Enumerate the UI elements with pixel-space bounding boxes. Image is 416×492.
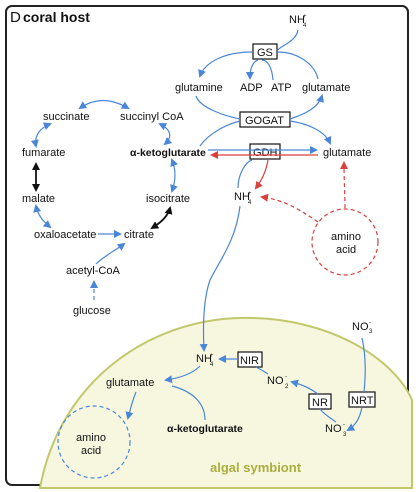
svg-text:2: 2 [285,384,289,390]
svg-text:3: 3 [343,432,347,438]
no2-label: NO [267,375,284,387]
amino-acid-pool-host [311,208,379,276]
amino-acid-host-line1: amino [331,231,361,243]
panel-title: coral host [23,9,90,25]
gogat-label: GOGAT [245,115,284,127]
gs-enzyme-box: GS [252,43,278,60]
arrow-gogat-to-glutamate-mid [289,120,332,145]
panel-letter: D [10,9,21,26]
svg-text:-: - [285,374,287,380]
arrow-aketo-to-glutamate [171,385,206,421]
tca-acetyl-coa: acetyl-CoA [66,265,120,277]
arrow-amino-to-nh4-red [260,193,319,223]
tca-glucose: glucose [73,305,111,317]
nrt-transporter-box: NRT [348,391,376,408]
svg-text:+: + [303,14,307,20]
gdh-enzyme-box: GDH [249,143,281,160]
no3-inside-label: NO [325,423,342,435]
svg-text:4: 4 [210,362,214,368]
glutamate-top-label: glutamate [302,82,350,94]
arrow-nh4-to-gdh [237,159,253,189]
arrow-nh4-to-glutamate [164,365,201,384]
arrow-succinate-succinylcoa [78,99,130,110]
tca-citrate: citrate [124,229,154,241]
nr-enzyme-box: NR [308,393,332,410]
arrow-acetylcoa-citrate [95,242,126,265]
tca-succinate: succinate [43,111,89,123]
tca-malate: malate [22,193,55,205]
amino-acid-pool-symbiont [57,405,131,479]
amino-acid-symbiont-line1: amino [76,432,106,444]
nr-label: NR [312,397,328,409]
arrow-amino-to-glutamate-red [340,161,349,209]
svg-text:4: 4 [248,200,252,206]
alpha-ketoglutarate-symbiont-label: α-ketoglutarate [167,423,243,435]
arrow-no2-to-nir [255,366,269,375]
arrow-adp-out [246,59,259,80]
arrow-gdh-to-nh4-red [254,159,269,190]
amino-acid-host-line2: acid [336,244,356,256]
glutamine-label: glutamine [175,82,223,94]
algal-symbiont-label: algal symbiont [210,460,302,475]
nrt-label: NRT [351,395,374,407]
gs-label: GS [257,47,273,59]
svg-text:+: + [210,353,214,359]
gogat-enzyme-box: GOGAT [239,111,291,128]
arrow-gogat-to-glutamate-top [289,94,324,120]
atp-label: ATP [271,82,292,94]
arrow-aketo-to-gogat [199,120,241,147]
glutamate-mid-label: glutamate [323,147,371,159]
tca-fumarate: fumarate [22,147,65,159]
arrow-no3-outside-to-nrt [361,337,366,393]
tca-succinyl-coa: succinyl CoA [120,111,184,123]
arrow-glutamine-to-gogat [195,95,241,120]
arrow-nh4-to-symbiont [199,205,241,352]
adp-label: ADP [240,82,263,94]
arrow-glutamate-to-gs [277,51,319,80]
nir-label: NIR [240,355,259,367]
arrow-citrate-isocitrate [150,206,173,230]
arrow-glutamate-to-amino [125,391,137,420]
nh4-mid-label: NH [234,191,250,203]
gdh-label: GDH [253,147,278,159]
arrow-aketo-isocitrate [170,158,178,193]
svg-text:+: + [248,191,252,197]
no3-outside-label: NO [352,321,369,333]
algal-symbiont-cell [38,316,413,489]
svg-text:4: 4 [303,23,307,29]
arrow-nr-to-no2 [290,379,319,395]
arrow-nrt-to-no3-inside [346,406,363,431]
arrow-gs-to-glutamine [198,51,253,78]
arrow-succinylcoa-aketo [158,123,173,146]
amino-acid-symbiont-line2: acid [81,445,101,457]
nir-enzyme-box: NIR [237,351,263,368]
tca-oxaloacetate: oxaloacetate [34,229,96,241]
nh4-symbiont-label: NH [196,353,212,365]
tca-isocitrate: isocitrate [146,193,190,205]
alpha-ketoglutarate-label: α-ketoglutarate [130,147,206,159]
svg-text:3: 3 [369,329,373,335]
arrow-atp-in [261,59,274,81]
arrow-fumarate-succinate [30,122,52,148]
arrow-malate-oxaloacetate [33,204,52,229]
glutamate-symbiont-label: glutamate [106,377,154,389]
svg-text:-: - [369,320,371,326]
nh4-top-label: NH [289,14,305,26]
arrow-no3-to-nr [319,408,337,423]
arrow-nh4-to-gs [277,29,299,51]
svg-text:-: - [343,422,345,428]
